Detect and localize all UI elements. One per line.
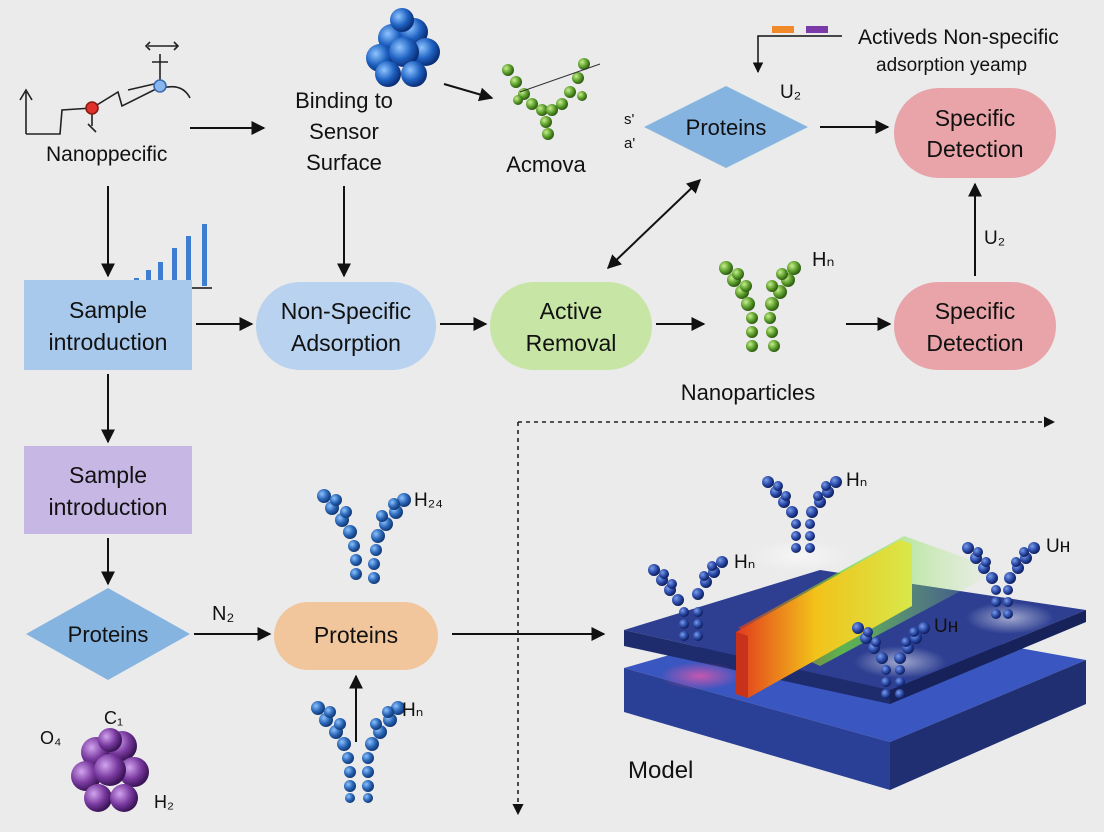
hn-chip-left-label: Hₙ [734, 552, 755, 573]
binding-line-3: Surface [306, 150, 382, 175]
actived-line-1: Activeds Non-specific [858, 26, 1059, 49]
specific-mid-line-2: Detection [926, 330, 1023, 356]
hn-mid-label: Hₙ [812, 249, 834, 271]
specific-mid-line-1: Specific [935, 298, 1016, 324]
chip-antibody-right-icon [962, 542, 1040, 619]
u2-right-label: U₂ [984, 228, 1005, 249]
sample1-line-2: introduction [49, 329, 168, 355]
s-mark-label: s' [624, 111, 635, 128]
binding-label: Binding to Sensor Surface [295, 88, 393, 175]
bar-chart-icon [120, 224, 212, 289]
binding-line-1: Binding to [295, 88, 393, 113]
purple-cluster-icon [71, 728, 149, 812]
nanoppecific-label: Nanoppecific [46, 143, 167, 166]
proteins-top-diamond [644, 86, 808, 168]
binding-line-2: Sensor [309, 119, 379, 144]
molecule-sketch-icon [19, 41, 191, 135]
uh-chip-mid-label: Uʜ [934, 616, 958, 637]
chip-upper-right [890, 610, 1086, 704]
n2-label: N₂ [212, 603, 234, 625]
specific-top-line-2: Detection [926, 136, 1023, 162]
sample-introduction-box-2 [24, 446, 192, 534]
chip-antibody-top-icon [762, 476, 842, 553]
legend-arrow [752, 35, 842, 74]
proteins-pill-label: Proteins [314, 622, 398, 648]
arrow-cluster-to-acmova [443, 83, 494, 102]
chip-glow-top [750, 540, 850, 572]
proteins-pill [274, 602, 438, 670]
c1-label: C₁ [104, 708, 123, 728]
green-antibody-mid-icon [719, 261, 801, 352]
sample1-line-1: Sample [69, 297, 147, 323]
proteins-top-label: Proteins [686, 115, 767, 140]
sample-introduction-box-1 [24, 280, 192, 370]
a-mark-label: a' [624, 135, 635, 152]
sensor-chip-model [624, 536, 1086, 790]
blue-cluster-icon [366, 8, 440, 87]
active-removal-line-1: Active [540, 298, 603, 324]
proteins-bottom-diamond-label: Proteins [68, 622, 149, 647]
chip-glow-pink [660, 662, 740, 690]
hn-chip-top-label: Hₙ [846, 470, 867, 491]
flow-arrows [101, 83, 982, 742]
o4-label: O₄ [40, 728, 61, 748]
proteins-bottom-diamond [26, 588, 190, 680]
nonspecific-line-1: Non-Specific [281, 298, 411, 324]
specific-top-line-1: Specific [935, 105, 1016, 131]
purple-legend-swatch [806, 26, 828, 33]
sample2-line-1: Sample [69, 462, 147, 488]
sample2-line-2: introduction [49, 494, 168, 520]
specific-detection-mid-pill [894, 282, 1056, 370]
blue-antibody-bottom-icon [311, 701, 405, 803]
dashed-bracket [512, 416, 1056, 816]
h24-label: H₂₄ [414, 490, 443, 511]
chip-antibody-mid-icon [852, 622, 930, 699]
nonspecific-line-2: Adsorption [291, 330, 401, 356]
arrow-removal-proteins-bidir [606, 179, 702, 269]
chip-lower-left [624, 668, 890, 790]
green-antibody-icon [502, 58, 601, 140]
model-label: Model [628, 757, 693, 784]
actived-line-2: adsorption yeamp [876, 55, 1027, 76]
active-removal-pill [490, 282, 652, 370]
uh-chip-right-label: Uʜ [1046, 536, 1070, 557]
blue-antibody-top-icon [317, 489, 411, 584]
hn-bottom-label: Hₙ [402, 700, 423, 721]
non-specific-adsorption-pill [256, 282, 436, 370]
chip-signal-bar [736, 540, 912, 698]
chip-antibody-left-icon [648, 556, 728, 641]
active-removal-line-2: Removal [526, 330, 617, 356]
u2-top-label: U₂ [780, 82, 801, 103]
chip-lower-right [890, 660, 1086, 790]
nanoparticles-label: Nanoparticles [681, 380, 816, 405]
orange-legend-swatch [772, 26, 794, 33]
h2-label: H₂ [154, 792, 174, 812]
acmova-label: Acmova [506, 152, 586, 177]
specific-detection-top-pill [894, 88, 1056, 178]
chip-signal-bar-side [736, 632, 748, 698]
